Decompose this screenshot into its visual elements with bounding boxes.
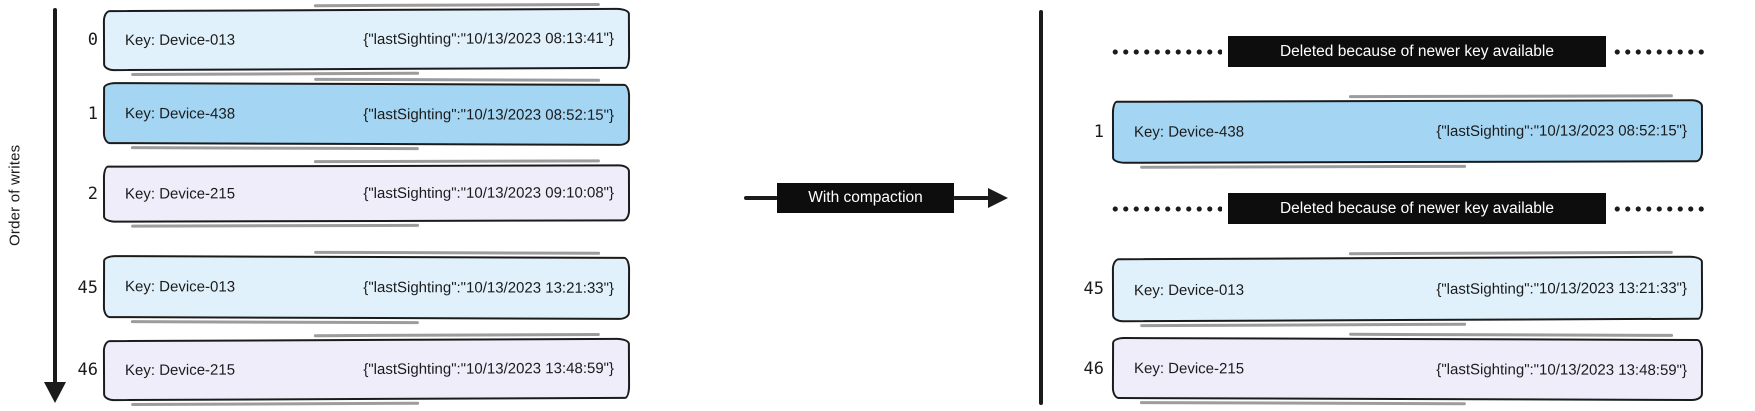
record-key: Key: Device-013 [1133,281,1245,299]
write-offset-label: 46 [1083,359,1104,379]
compaction-arrow-line [953,196,989,200]
log-record: Key: Device-438 {"lastSighting":"10/13/2… [1111,99,1704,164]
deleted-marker-label: Deleted because of newer key available [1228,36,1606,67]
record-value: {"lastSighting":"10/13/2023 08:52:15"} [363,105,615,124]
write-offset-label: 0 [87,29,98,50]
record-key: Key: Device-013 [124,31,236,50]
deleted-marker-label: Deleted because of newer key available [1228,193,1606,224]
record-key: Key: Device-215 [124,361,236,380]
write-offset-label: 1 [1093,121,1104,142]
record-value: {"lastSighting":"10/13/2023 13:48:59"} [363,359,615,379]
log-record: Key: Device-438 {"lastSighting":"10/13/2… [102,82,631,146]
record-value: {"lastSighting":"10/13/2023 08:13:41"} [363,29,615,49]
with-compaction-label: With compaction [777,183,954,213]
log-record: Key: Device-013 {"lastSighting":"10/13/2… [102,255,631,320]
arrow-right-icon [988,188,1008,208]
record-value: {"lastSighting":"10/13/2023 09:10:08"} [363,184,615,203]
write-offset-label: 45 [1083,279,1104,299]
log-record: Key: Device-013 {"lastSighting":"10/13/2… [102,7,631,72]
deleted-marker-dots [1110,204,1222,214]
write-offset-label: 46 [77,359,98,380]
record-key: Key: Device-438 [1133,123,1245,141]
deleted-marker-dots [1612,204,1708,214]
record-key: Key: Device-013 [124,278,236,296]
write-offset-label: 1 [87,104,98,124]
compaction-arrow-line [744,196,778,200]
log-record: Key: Device-215 {"lastSighting":"10/13/2… [1111,336,1704,402]
record-value: {"lastSighting":"10/13/2023 13:21:33"} [1436,279,1688,298]
record-key: Key: Device-215 [1133,359,1245,377]
deleted-marker-dots [1110,47,1222,57]
record-key: Key: Device-438 [124,104,236,123]
compacted-log-axis-line [1039,10,1043,405]
write-offset-label: 45 [77,277,98,298]
order-of-writes-axis-arrow [53,8,57,384]
record-key: Key: Device-215 [124,185,236,203]
record-value: {"lastSighting":"10/13/2023 13:48:59"} [1436,360,1688,379]
write-offset-label: 2 [87,183,98,204]
log-record: Key: Device-215 {"lastSighting":"10/13/2… [102,337,631,402]
record-value: {"lastSighting":"10/13/2023 08:52:15"} [1436,122,1688,140]
record-value: {"lastSighting":"10/13/2023 13:21:33"} [363,278,615,297]
arrow-down-icon [44,382,66,403]
deleted-marker-dots [1612,47,1708,57]
log-record: Key: Device-215 {"lastSighting":"10/13/2… [102,164,631,223]
order-of-writes-axis-label: Order of writes [6,144,24,246]
log-record: Key: Device-013 {"lastSighting":"10/13/2… [1111,255,1704,323]
